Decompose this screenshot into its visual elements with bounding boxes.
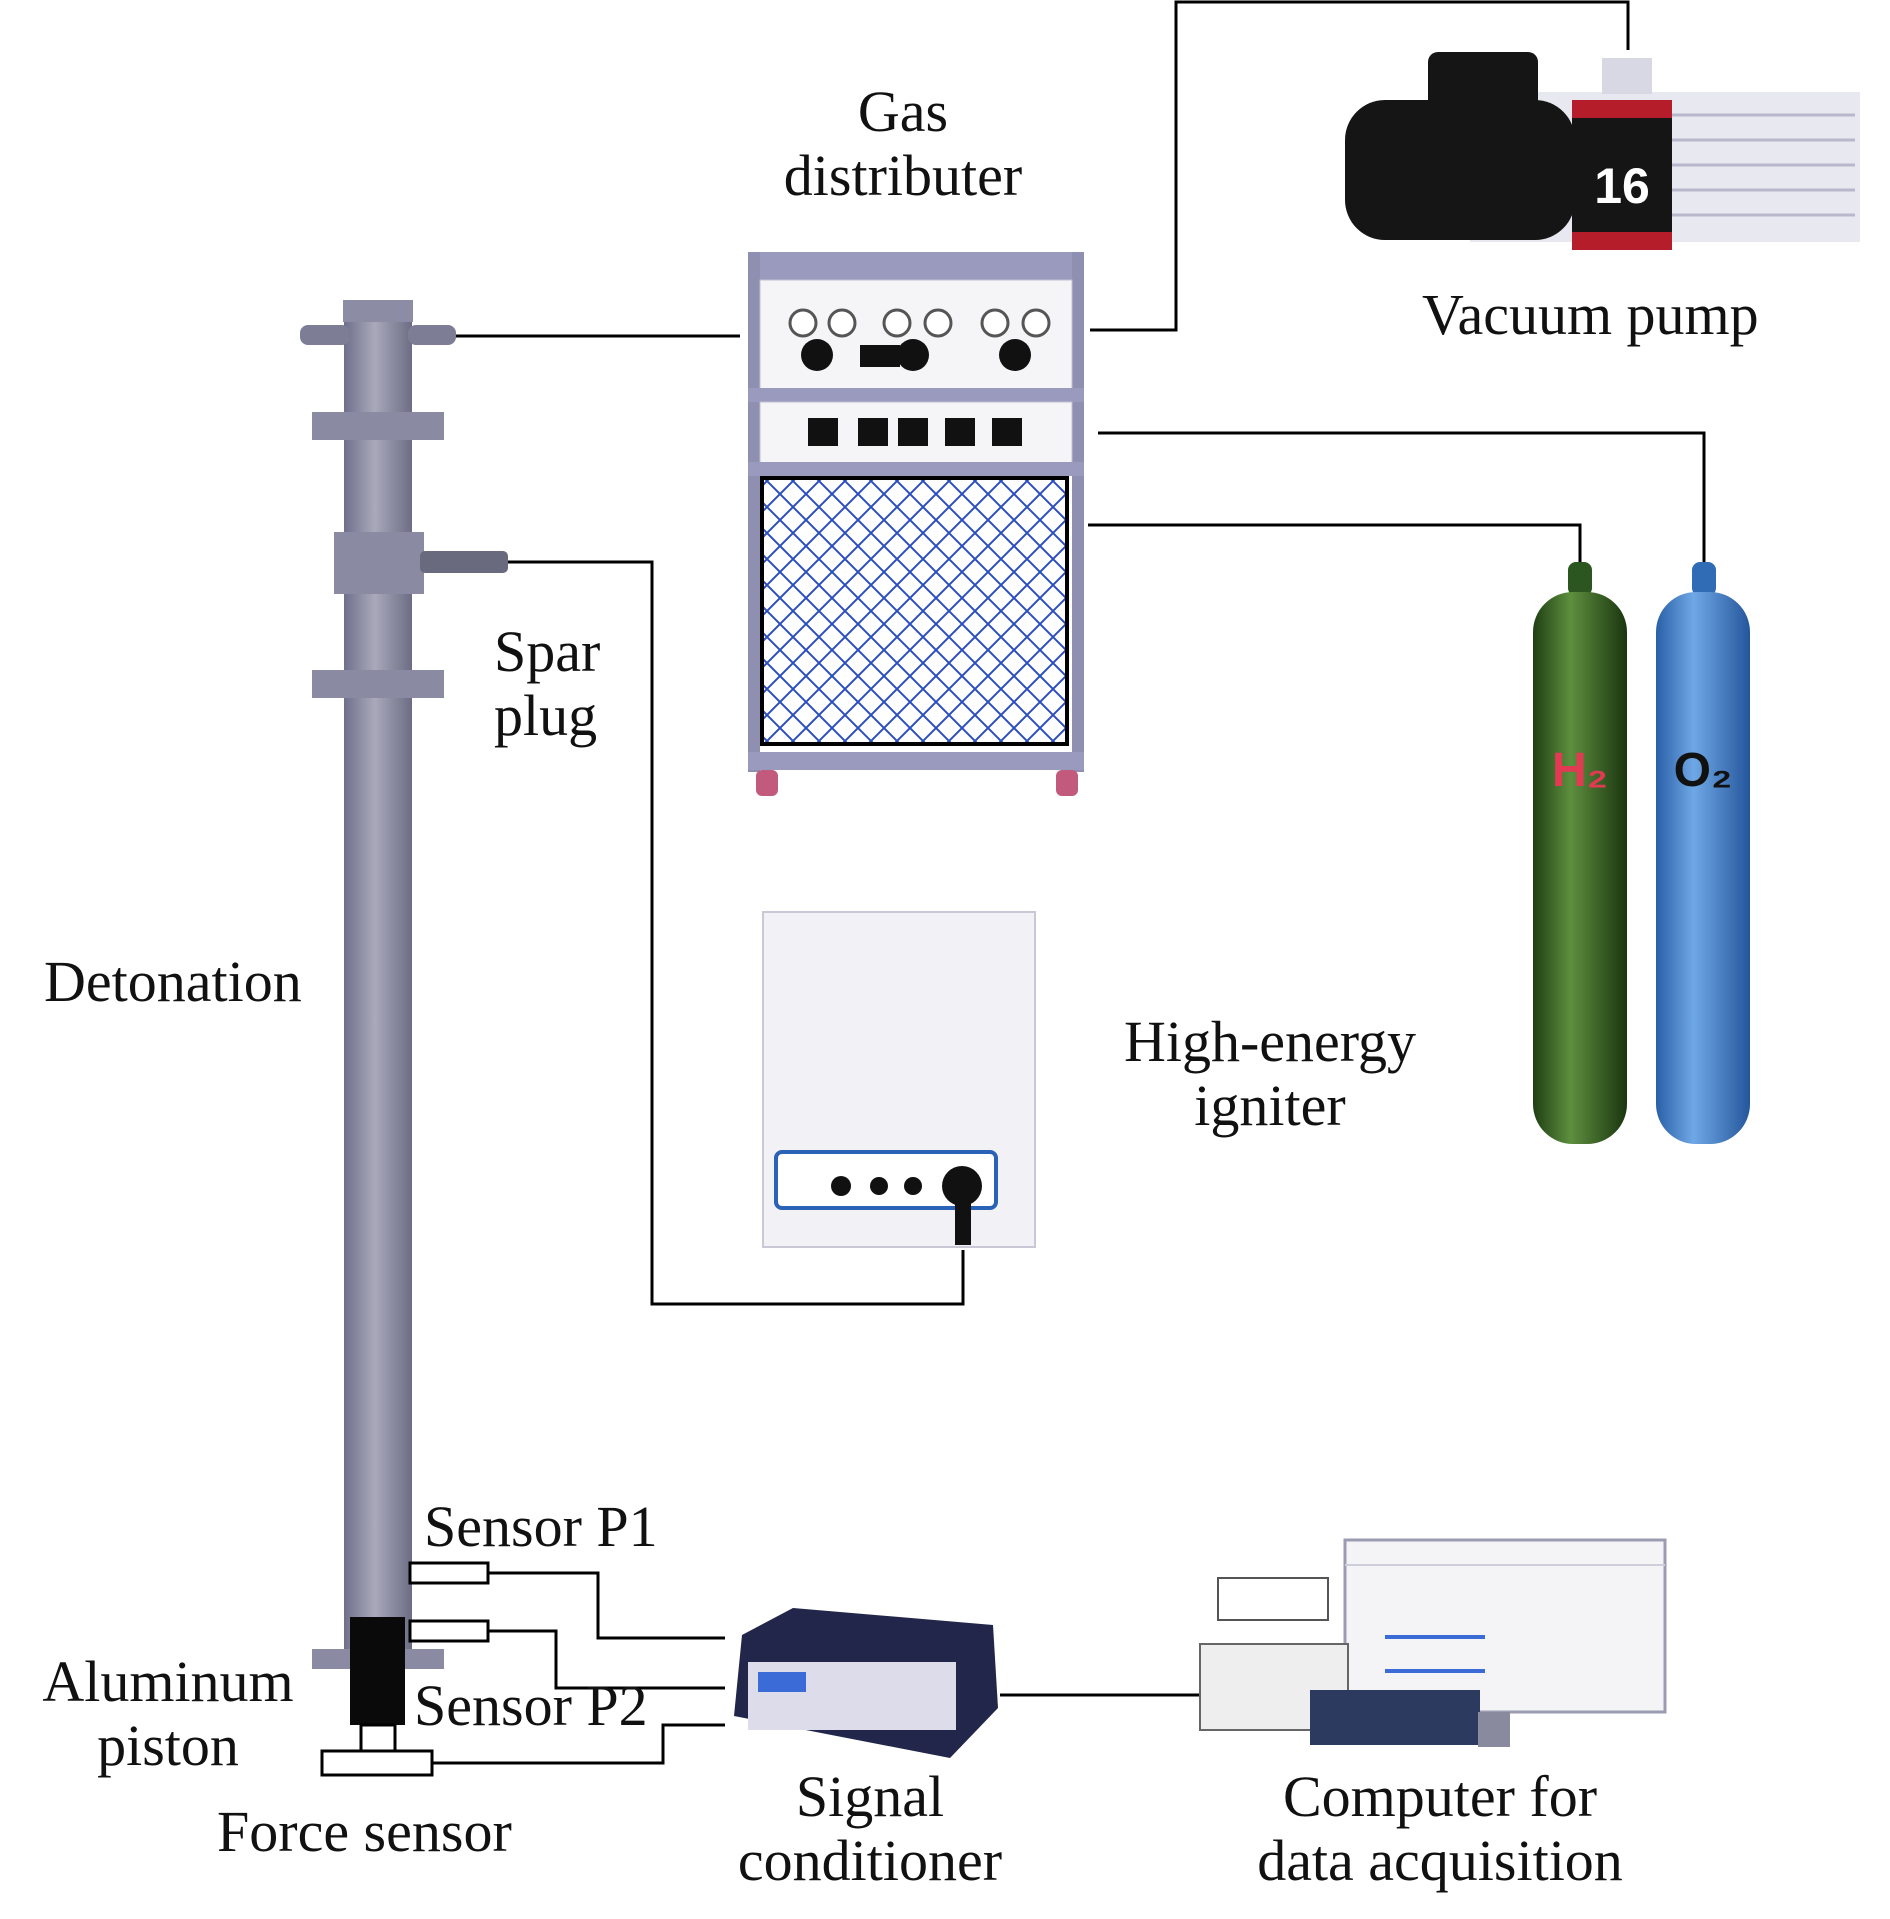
sensor-p1 — [408, 1561, 490, 1585]
line-distributor-to-h2 — [1088, 523, 1582, 568]
spark-plug-line-1: Spar — [494, 619, 601, 684]
tube-flange-2 — [334, 532, 424, 594]
tube-inlet-right — [408, 325, 456, 345]
detonation-tube — [300, 300, 508, 1669]
vacuum-pump: 16 — [1345, 52, 1860, 250]
line-distributor-to-o2 — [1098, 431, 1706, 568]
valves — [808, 418, 1022, 446]
tube-top-flange — [343, 300, 413, 322]
signal-conditioner-line-2: conditioner — [737, 1828, 1003, 1893]
pressure-gauges — [788, 308, 1051, 338]
high-energy-igniter-label: High-energy igniter — [1100, 1010, 1440, 1138]
spark-plug-line-2: plug — [494, 683, 598, 748]
h2-cylinder — [1533, 562, 1627, 1144]
sensor-p2 — [408, 1619, 490, 1643]
aluminum-piston-line-2: piston — [97, 1713, 239, 1778]
o2-cylinder — [1656, 562, 1750, 1144]
computer-label: Computer for data acquisition — [1195, 1765, 1685, 1893]
computer-data-acquisition — [1199, 1538, 1667, 1747]
force-sensor-label: Force sensor — [217, 1799, 512, 1864]
spark-plug-label: Spar plug — [494, 620, 600, 748]
regulators — [801, 339, 1031, 371]
gas-distributer-line-1: Gas — [857, 79, 949, 144]
signal-conditioner — [734, 1608, 998, 1758]
aluminum-piston-line-1: Aluminum — [42, 1649, 294, 1714]
vacuum-pump-label: Vacuum pump — [1422, 282, 1759, 347]
gas-distributer-line-2: distributer — [783, 143, 1023, 208]
h2-cylinder-label: H₂ — [1552, 744, 1608, 797]
force-sensor — [320, 1723, 434, 1777]
spark-plug-port — [420, 551, 508, 573]
signal-conditioner-line-1: Signal — [795, 1764, 945, 1829]
line-sensor-p2 — [488, 1629, 725, 1690]
detonation-label: Detonation — [44, 949, 302, 1014]
connection-lines — [432, 0, 1706, 1765]
gas-distributer-label: Gas distributer — [748, 80, 1058, 208]
line-sensor-p1 — [488, 1571, 725, 1640]
high-energy-igniter-line-1: High-energy — [1123, 1009, 1417, 1074]
high-energy-igniter-line-2: igniter — [1194, 1073, 1346, 1138]
aluminum-piston-label: Aluminum piston — [18, 1650, 318, 1778]
sensor-p2-label: Sensor P2 — [414, 1673, 648, 1738]
tube-flange-3 — [312, 670, 444, 698]
gas-distributor — [748, 252, 1084, 796]
distributor-mesh-panel — [760, 476, 1069, 746]
computer-line-1: Computer for — [1282, 1764, 1598, 1829]
computer-line-2: data acquisition — [1257, 1828, 1623, 1893]
line-sparkplug-to-igniter — [505, 560, 965, 1306]
o2-cylinder-label: O₂ — [1674, 744, 1733, 797]
distributor-wheels — [756, 770, 1078, 796]
line-distributor-to-pump — [1090, 0, 1630, 332]
pressure-sensors — [408, 1561, 490, 1643]
tube-flange-1 — [312, 412, 444, 440]
line-force-sensor — [432, 1723, 725, 1765]
aluminum-piston — [350, 1617, 405, 1725]
high-energy-igniter — [762, 911, 1036, 1248]
signal-conditioner-label: Signal conditioner — [700, 1765, 1040, 1893]
tube-inlet-left — [300, 325, 350, 345]
sensor-p1-label: Sensor P1 — [424, 1494, 658, 1559]
pump-badge: 16 — [1594, 158, 1650, 214]
